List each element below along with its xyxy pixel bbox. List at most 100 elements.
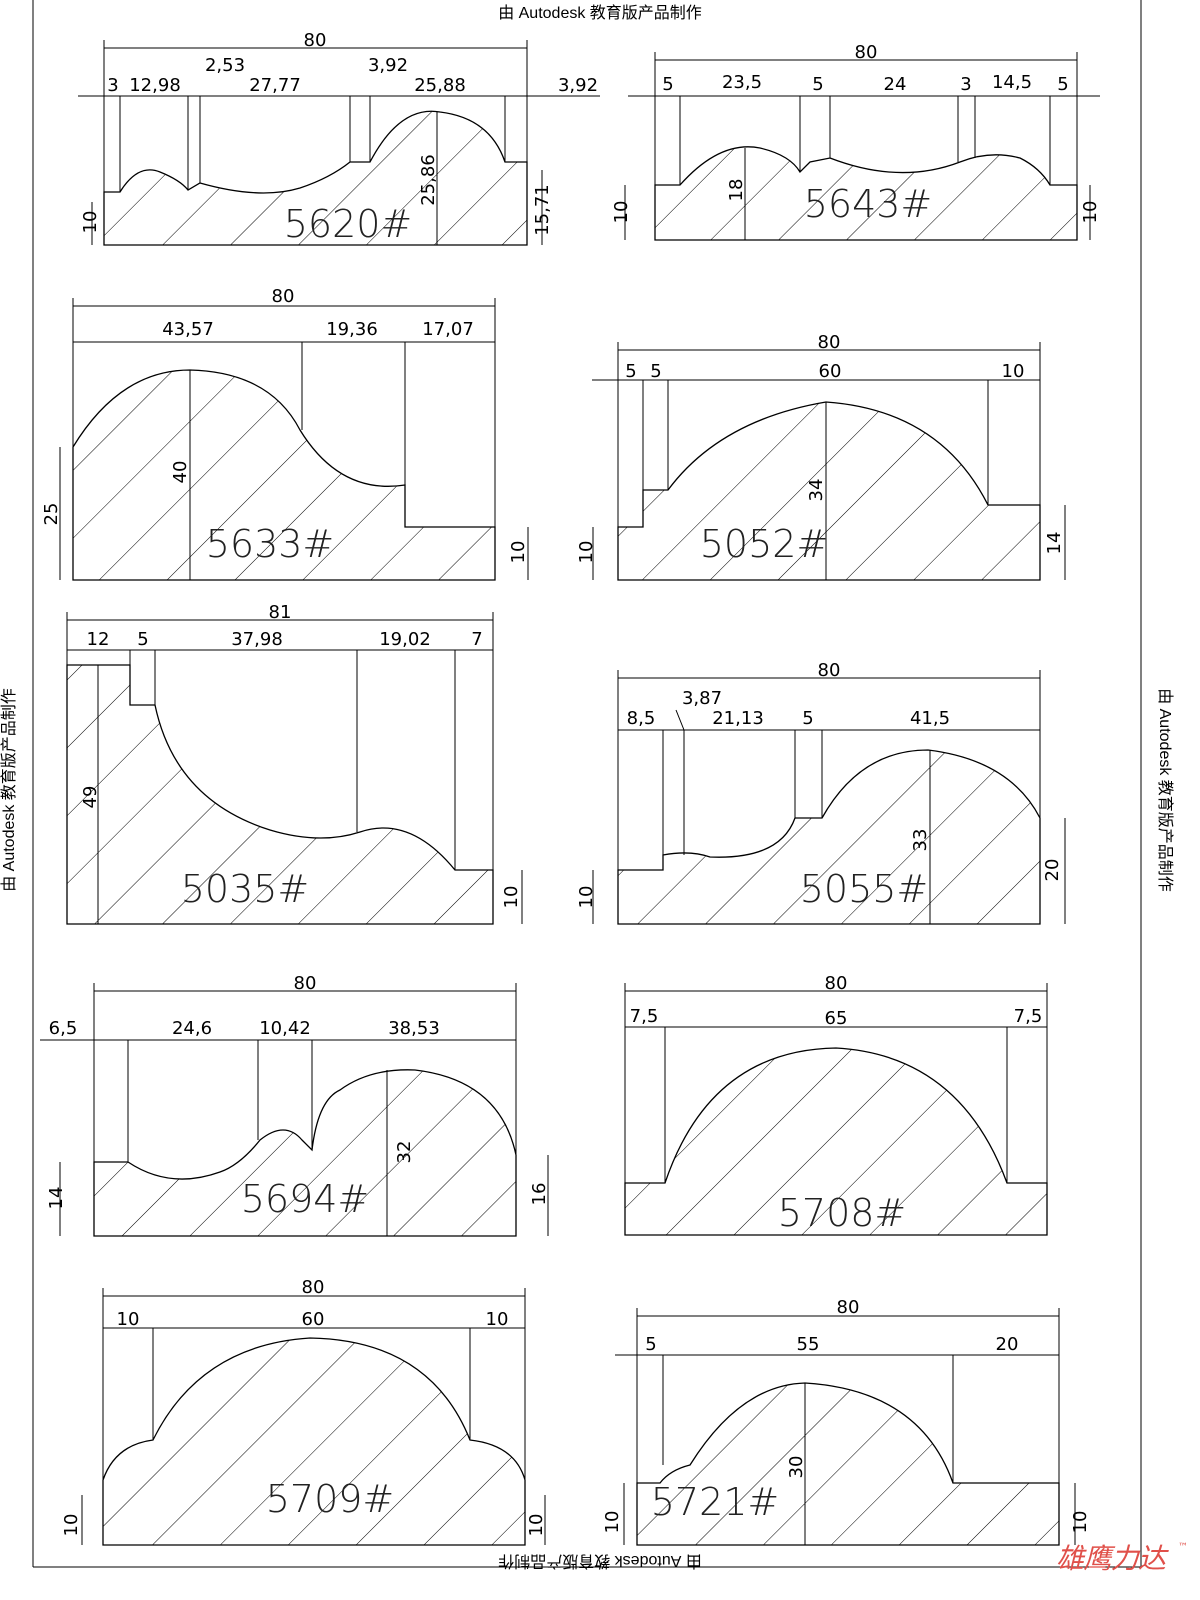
dim: 10 — [61, 1514, 82, 1537]
dim: 34 — [806, 479, 827, 502]
dim-overall: 80 — [825, 973, 848, 994]
dim: 43,57 — [162, 319, 214, 340]
dim: 3,92 — [558, 75, 598, 96]
dim-overall: 80 — [302, 1277, 325, 1298]
dim: 5 — [812, 74, 823, 95]
dim: 40 — [170, 461, 191, 484]
dim: 14 — [1044, 532, 1065, 555]
dim: 33 — [910, 829, 931, 852]
dim: 19,36 — [326, 319, 378, 340]
profile-label: 5055# — [800, 867, 929, 911]
profile-5633: 80 43,57 19,36 17,07 25 40 10 5633# — [41, 286, 529, 581]
dim: 5 — [625, 361, 636, 382]
profile-5620: 80 3 12,98 2,53 27,77 3,92 25,88 3,92 10… — [78, 30, 600, 246]
dim: 10 — [526, 1514, 547, 1537]
dim: 10 — [1070, 1511, 1091, 1534]
dim: 10 — [576, 886, 597, 909]
dim: 19,02 — [379, 629, 431, 650]
dim: 16 — [529, 1183, 550, 1206]
dim: 10 — [576, 541, 597, 564]
dim: 30 — [786, 1456, 807, 1479]
profile-label: 5709# — [266, 1477, 395, 1521]
dim: 23,5 — [722, 72, 762, 93]
dim: 3,92 — [368, 55, 408, 76]
profile-label: 5643# — [804, 182, 933, 226]
logo-text: 雄鹰力达 — [1056, 1542, 1169, 1575]
profile-label: 5052# — [700, 522, 829, 566]
dim: 3 — [960, 74, 971, 95]
profile-5694: 80 6,5 24,6 10,42 38,53 14 32 16 5694# — [40, 973, 550, 1237]
watermark-top: 由 Autodesk 教育版产品制作 — [498, 4, 702, 22]
brand-logo: 雄鹰力达 ™ — [1056, 1542, 1188, 1575]
dim: 18 — [726, 179, 747, 202]
dim: 7,5 — [1014, 1006, 1043, 1027]
watermark-bottom: 由 Autodesk 教育版产品制作 — [498, 1552, 702, 1570]
profile-label: 5620# — [284, 202, 413, 246]
profile-label: 5035# — [181, 867, 310, 911]
trademark-mark: ™ — [1178, 1542, 1188, 1553]
profile-5643: 80 5 23,5 5 24 3 14,5 5 10 18 10 5643# — [611, 42, 1101, 241]
dim: 14 — [46, 1187, 67, 1210]
dim: 10 — [602, 1511, 623, 1534]
dim: 5 — [662, 74, 673, 95]
dim: 10 — [80, 211, 101, 234]
dim: 10 — [1002, 361, 1025, 382]
dim: 25,88 — [414, 75, 466, 96]
dim: 10 — [508, 541, 529, 564]
dim-overall: 80 — [294, 973, 317, 994]
dim: 55 — [797, 1334, 820, 1355]
profile-5709: 80 10 60 10 10 10 5709# — [61, 1277, 547, 1546]
dim: 10,42 — [259, 1018, 311, 1039]
dim-overall: 80 — [818, 660, 841, 681]
profile-label: 5721# — [651, 1480, 780, 1524]
dim: 12 — [87, 629, 110, 650]
profile-5052: 80 5 5 60 10 10 34 14 5052# — [576, 332, 1066, 581]
dim: 5 — [802, 708, 813, 729]
dim: 60 — [819, 361, 842, 382]
dim: 37,98 — [231, 629, 283, 650]
dim: 5 — [645, 1334, 656, 1355]
dim: 10 — [1080, 201, 1101, 224]
watermark-right: 由 Autodesk 教育版产品制作 — [1156, 688, 1174, 892]
dim: 32 — [394, 1141, 415, 1164]
profile-label: 5708# — [778, 1191, 907, 1235]
dim: 49 — [80, 786, 101, 809]
dim: 10 — [611, 201, 632, 224]
dim: 2,53 — [205, 55, 245, 76]
dim: 10 — [501, 886, 522, 909]
dim: 41,5 — [910, 708, 950, 729]
dim: 25,86 — [418, 154, 439, 206]
dim: 60 — [302, 1309, 325, 1330]
profile-label: 5694# — [241, 1177, 370, 1221]
sheet-frame — [32, 0, 1142, 1568]
dim-overall: 80 — [818, 332, 841, 353]
dim: 14,5 — [992, 72, 1032, 93]
dim: 8,5 — [627, 708, 656, 729]
profile-5055: 80 3,87 8,5 21,13 5 41,5 10 33 20 5055# — [576, 660, 1066, 925]
profile-5035: 81 12 5 37,98 19,02 7 49 10 5035# — [66, 602, 523, 925]
profile-label: 5633# — [206, 522, 335, 566]
dim: 17,07 — [422, 319, 474, 340]
dim: 12,98 — [129, 75, 181, 96]
dim-overall: 80 — [837, 1297, 860, 1318]
dim-overall: 80 — [272, 286, 295, 307]
dim: 15,71 — [532, 184, 553, 236]
dim: 24,6 — [172, 1018, 212, 1039]
dim: 7,5 — [630, 1006, 659, 1027]
profile-5708: 80 7,5 65 7,5 5708# — [624, 973, 1048, 1236]
profile-5721: 80 5 55 20 30 10 10 5721# — [602, 1297, 1091, 1546]
dim-overall: 80 — [304, 30, 327, 51]
dim: 10 — [486, 1309, 509, 1330]
dim: 5 — [137, 629, 148, 650]
dim: 3,87 — [682, 688, 722, 709]
dim: 3 — [107, 75, 118, 96]
watermark-left: 由 Autodesk 教育版产品制作 — [0, 688, 18, 892]
dim: 5 — [650, 361, 661, 382]
dim: 10 — [117, 1309, 140, 1330]
dim: 7 — [471, 629, 482, 650]
dim-overall: 81 — [269, 602, 292, 623]
dim: 20 — [996, 1334, 1019, 1355]
dim: 27,77 — [249, 75, 301, 96]
dim: 6,5 — [49, 1018, 78, 1039]
